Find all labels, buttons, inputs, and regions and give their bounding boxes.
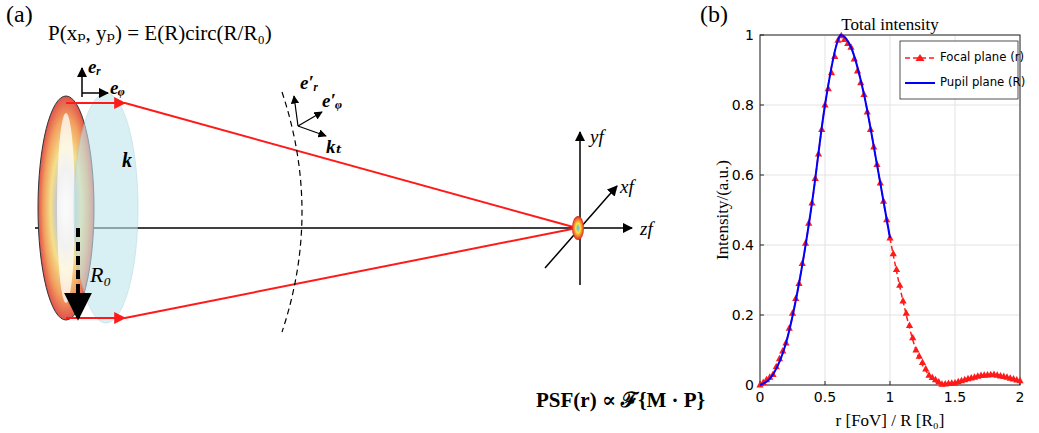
tick-label: 0.6 [732,168,754,182]
yf-axis [579,132,581,285]
tick-label: 0.5 [814,390,836,404]
lens [74,93,138,323]
tick-mark [760,315,764,316]
focal-marker [896,281,903,288]
axis-name: xf [620,177,634,196]
marginal-ray [125,228,577,318]
tick-mark [760,105,764,106]
reference-sphere [282,92,302,332]
tick-label: 1 [886,390,895,404]
psf-equation: PSF(r) ∝ ℱ{M · P} [536,390,705,411]
tick-label: 1.5 [944,390,966,404]
ephi-prime-vector [298,112,322,126]
ray-arrow [66,102,125,104]
tick-label: 0.8 [732,98,754,112]
legend-text: Focal plane (r) [940,52,1024,64]
tick-mark [760,175,764,176]
vector-label: eᵩ [110,78,125,97]
vector-label: k [122,150,132,170]
marginal-ray [125,103,577,228]
tick-label: 0.2 [732,308,754,322]
focal-marker [912,346,919,353]
legend-text: Pupil plane (R) [940,77,1025,89]
vector-label: e′ᵣ [300,73,318,92]
radius-label: R₀ [90,264,111,286]
tick-label: 0 [745,378,754,392]
grid-line [760,245,1020,246]
ephi-vector [82,92,108,94]
grid-line [825,35,826,385]
chart-title: Total intensity [841,16,939,33]
legend-box [900,41,1018,99]
pupil-curve [760,35,890,385]
tick-label: 2 [1016,390,1025,404]
ray-arrow [66,317,125,319]
vector-label: e′ᵩ [322,91,342,110]
xf-axis [545,186,617,268]
focal-marker [906,322,913,329]
focal-spot [572,216,584,240]
tick-label: 1 [745,28,754,42]
focal-marker [1016,377,1023,384]
panel-label: (b) [700,2,728,26]
kt-vector [298,126,326,136]
grid-line [890,35,891,385]
legend-sample-pupil [905,82,935,84]
focal-marker [903,309,910,316]
pupil-equation: P(xₚ, yₚ) = E(R)circ(R/R₀) [48,23,272,44]
panel-label: (a) [6,2,33,26]
radius-arrow [76,228,80,318]
vector-label: kₜ [326,137,343,156]
focal-marker [893,266,900,273]
focal-marker [919,359,926,366]
tick-mark [890,381,891,385]
focal-marker [922,365,929,372]
focal-marker [909,334,916,341]
axis-name: zf [640,219,653,238]
focal-marker [890,250,897,257]
tick-mark [825,381,826,385]
grid-line [760,175,1020,176]
er-prime-vector [294,96,298,126]
axis-title: r [FoV] / R [R₀] [836,412,945,429]
tick-label: 0.4 [732,238,754,252]
pupil-highlight [57,113,75,303]
vector-label: eᵣ [88,57,101,76]
axis-name: yf [590,127,604,146]
legend-marker-focal [916,54,925,61]
focal-marker [899,297,906,304]
focal-marker [916,352,923,359]
axis-title: Intensity/(a.u.) [714,160,731,260]
grid-line [760,105,1020,106]
tick-mark [760,245,764,246]
grid-line [760,315,1020,316]
tick-label: 0 [756,390,765,404]
